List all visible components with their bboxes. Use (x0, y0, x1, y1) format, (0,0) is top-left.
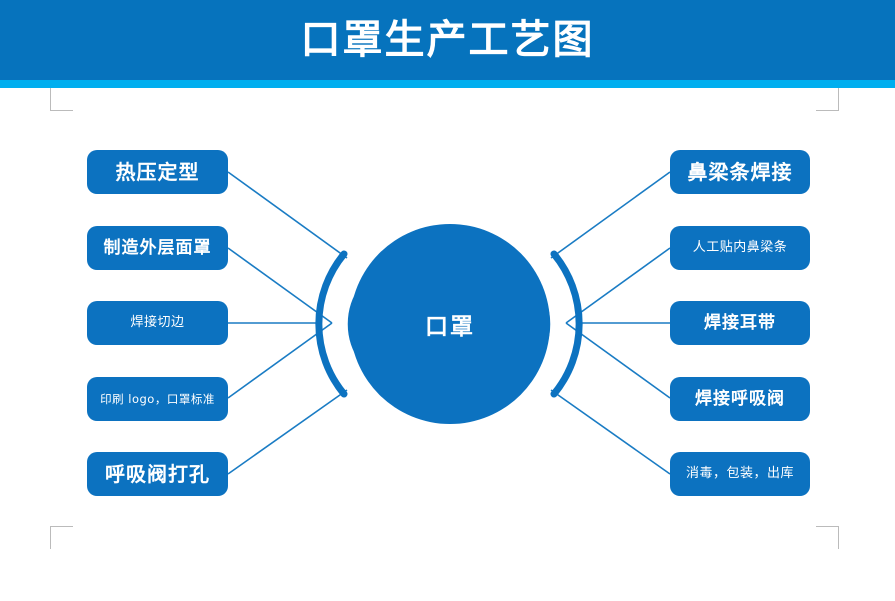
arc-outer-right (550, 250, 583, 398)
process-node-right-3[interactable]: 焊接耳带 (670, 301, 810, 345)
process-node-label: 人工贴内鼻梁条 (692, 239, 788, 255)
header-accent-strip (0, 80, 895, 88)
connector-line (227, 171, 348, 259)
connector-line (227, 247, 333, 324)
connector-lines-left (227, 171, 348, 475)
process-node-right-4[interactable]: 焊接呼吸阀 (670, 377, 810, 421)
process-node-right-2[interactable]: 人工贴内鼻梁条 (670, 226, 810, 270)
connector-line (550, 389, 671, 475)
process-node-label: 鼻梁条焊接 (687, 160, 793, 184)
corner-mark-top-right (816, 88, 839, 111)
connector-line (565, 322, 671, 399)
corner-mark-bottom-left (50, 526, 73, 549)
center-node-mask[interactable]: 口罩 (350, 224, 550, 424)
corner-mark-top-left (50, 88, 73, 111)
process-node-label: 印刷 logo，口罩标准 (100, 391, 215, 406)
process-node-left-1[interactable]: 热压定型 (87, 150, 228, 194)
connector-lines-right (550, 171, 671, 475)
process-node-left-3[interactable]: 焊接切边 (87, 301, 228, 345)
process-node-label: 制造外层面罩 (103, 237, 212, 258)
process-node-right-5[interactable]: 消毒，包装，出库 (670, 452, 810, 496)
connector-line (550, 171, 671, 259)
connector-line (227, 322, 333, 399)
center-node-label: 口罩 (425, 314, 475, 340)
process-node-left-5[interactable]: 呼吸阀打孔 (87, 452, 228, 496)
connector-line (565, 247, 671, 324)
page-title: 口罩生产工艺图 (300, 17, 595, 63)
arc-outer-left (315, 250, 348, 398)
connector-line (227, 389, 348, 475)
process-node-left-4[interactable]: 印刷 logo，口罩标准 (87, 377, 228, 421)
process-node-label: 焊接呼吸阀 (695, 388, 785, 409)
process-node-label: 热压定型 (115, 160, 200, 184)
process-node-label: 焊接耳带 (704, 312, 776, 333)
process-node-right-1[interactable]: 鼻梁条焊接 (670, 150, 810, 194)
process-node-label: 消毒，包装，出库 (685, 465, 794, 481)
corner-mark-bottom-right (816, 526, 839, 549)
process-node-left-2[interactable]: 制造外层面罩 (87, 226, 228, 270)
process-node-label: 呼吸阀打孔 (105, 462, 210, 486)
process-node-label: 焊接切边 (130, 314, 185, 330)
header-bar (0, 0, 895, 80)
